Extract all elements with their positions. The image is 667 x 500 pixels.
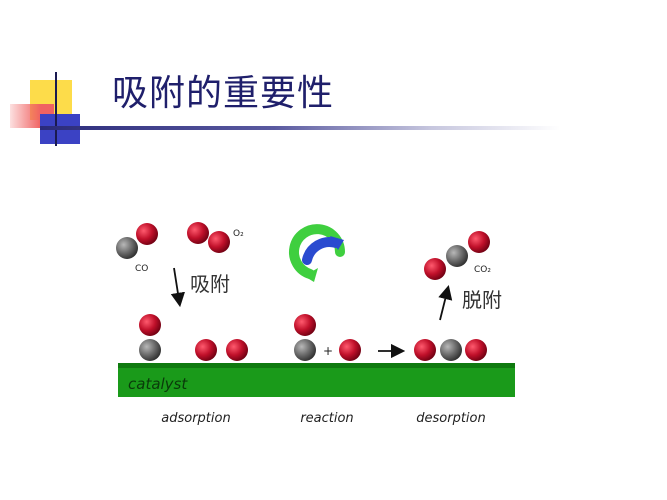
plus-sign: + [323,344,333,358]
carbon-atom [294,339,316,361]
adsorb-annotation: 吸附 [190,272,230,296]
oxygen-atom [139,314,161,336]
oxygen-atom [136,223,158,245]
catalyst-surface [118,363,515,397]
co2-molecule-free [424,231,490,280]
co-molecule-free [116,223,158,259]
desorption-arrow [438,285,453,321]
co-adsorbed [139,314,161,361]
carbon-atom [440,339,462,361]
title-underline [40,126,560,130]
co2-label: CO₂ [474,265,491,275]
o2-label: O₂ [233,229,244,239]
slide-title: 吸附的重要性 [112,73,335,114]
oxygen-atom [465,339,487,361]
co2-on-surface [414,339,487,361]
catalyst-label: catalyst [128,375,188,393]
adsorption-arrow [170,267,186,308]
o2-molecule-free [187,222,230,253]
stage-label-reaction: reaction [300,411,353,426]
carbon-atom [139,339,161,361]
oxygen-atom-adsorbed [195,339,217,361]
co-label: CO [135,264,148,274]
oxygen-atom [187,222,209,244]
carbon-atom [116,237,138,259]
reaction-cycle-icon [289,224,345,282]
carbon-atom [446,245,468,267]
oxygen-atom-adsorbed [226,339,248,361]
oxygen-atom [294,314,316,336]
catalyst-top-edge [118,363,515,368]
oxygen-atom [414,339,436,361]
oxygen-atom [468,231,490,253]
stage-label-adsorption: adsorption [161,411,230,426]
desorb-annotation: 脱附 [462,288,502,312]
oxygen-atom-reacting [339,339,361,361]
oxygen-atom [208,231,230,253]
stage-label-desorption: desorption [416,411,485,426]
oxygen-atom [424,258,446,280]
co-reacting [294,314,316,361]
title-decoration-vertical-line [55,72,57,146]
